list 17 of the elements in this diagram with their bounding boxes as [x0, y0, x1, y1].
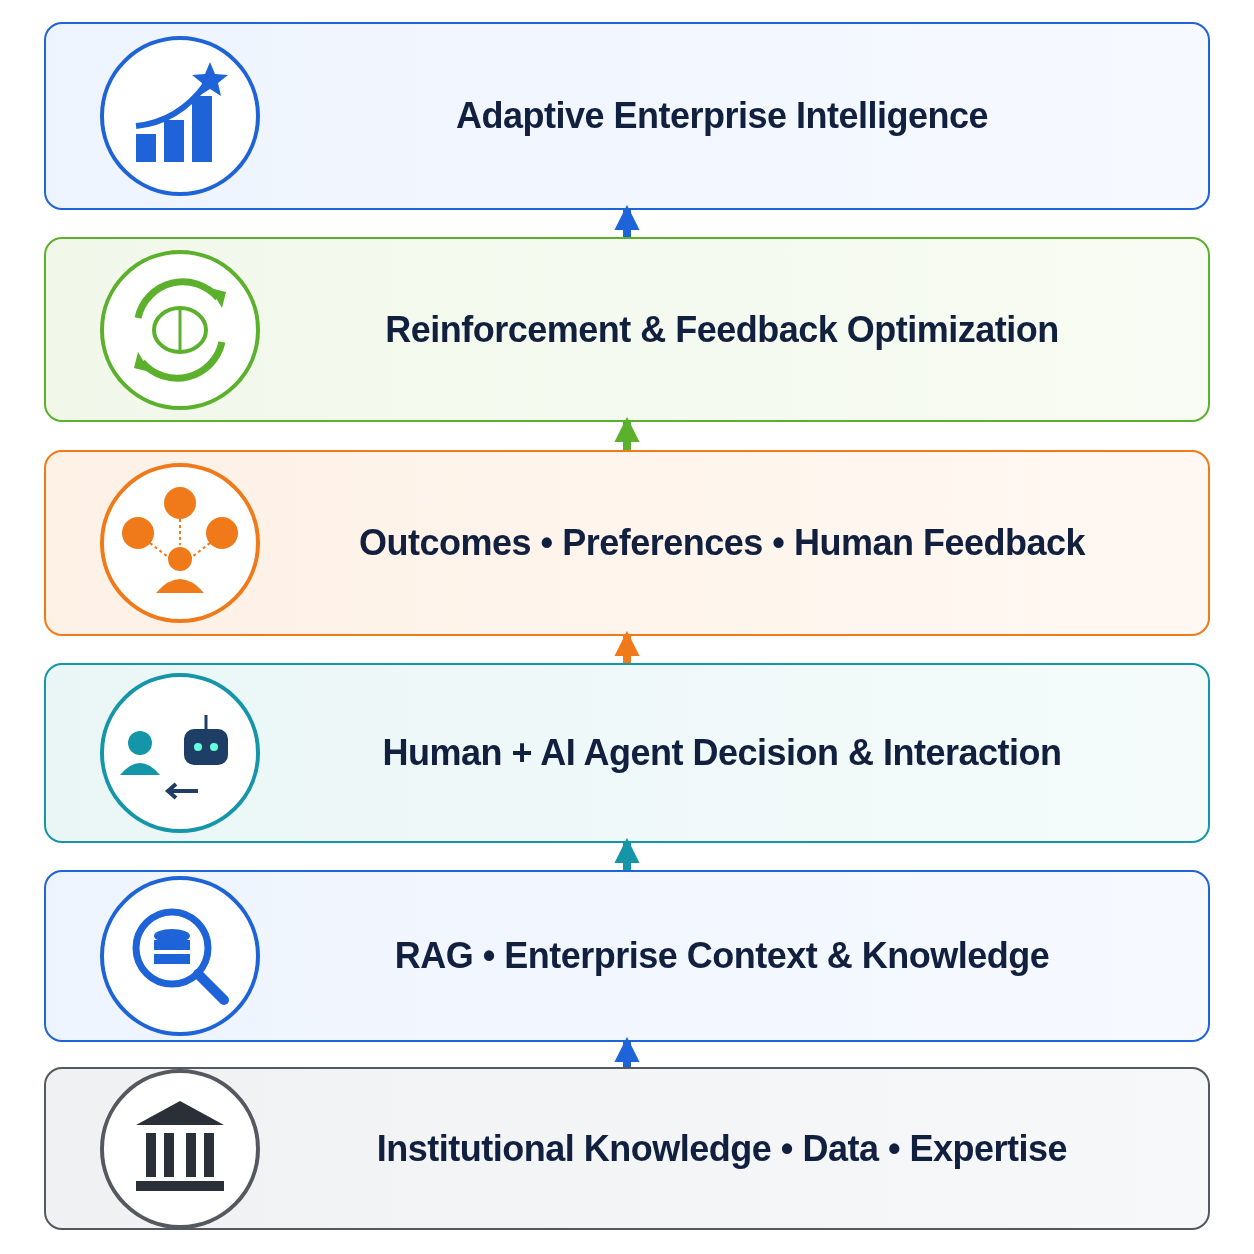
layer-box [44, 237, 1210, 422]
layer-box [44, 870, 1210, 1042]
layer-title: Adaptive Enterprise Intelligence [454, 95, 990, 137]
arrow [614, 837, 640, 870]
layer-title: Human + AI Agent Decision & Interaction [381, 732, 1063, 774]
arrow [614, 204, 640, 237]
layer-title: RAG • Enterprise Context & Knowledge [393, 935, 1051, 977]
layer-box [44, 663, 1210, 843]
arrow [614, 1036, 640, 1067]
layer-box [44, 1067, 1210, 1230]
arrow [614, 416, 640, 450]
layer-title: Institutional Knowledge • Data • Expertise [375, 1127, 1069, 1170]
layer-box [44, 22, 1210, 210]
arrow [614, 630, 640, 663]
layer-title: Outcomes • Preferences • Human Feedback [358, 522, 1087, 564]
layer-box [44, 450, 1210, 636]
layer-title: Reinforcement & Feedback Optimization [384, 308, 1060, 351]
